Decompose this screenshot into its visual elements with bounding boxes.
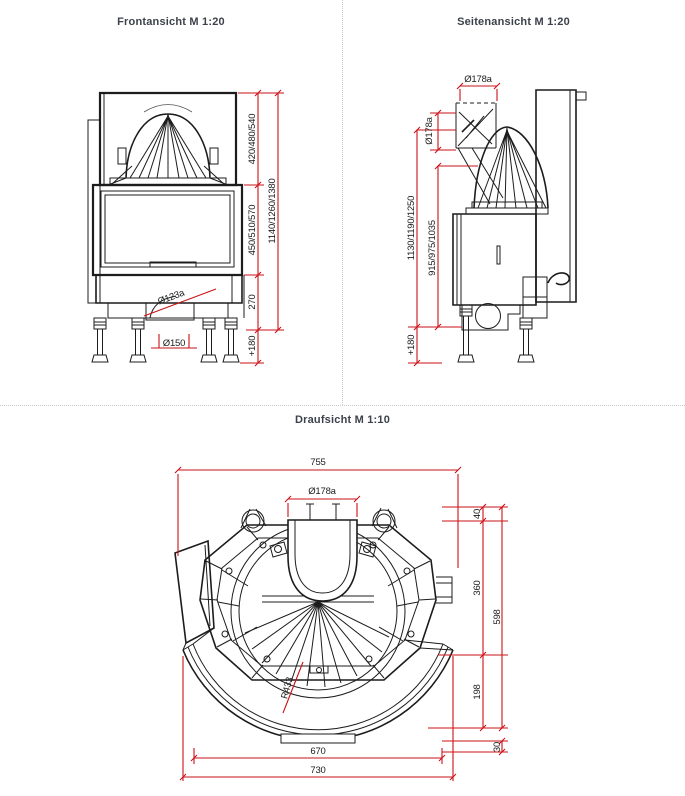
top-dimension-labels: 755 Ø178a 40 360 598 198 30 670 730 R433 [279,457,503,776]
side-legs [457,304,535,363]
dim-front-base: 270 [247,294,258,309]
dim-front-legs: +180 [247,336,258,357]
dim-front-floor-air: Ø150 [163,338,185,349]
dim-side-legs: +180 [406,335,417,356]
side-view-title: Seitenansicht M 1:20 [457,16,570,28]
side-door-handle [547,272,571,286]
dim-top-front-lip: 30 [492,742,503,752]
side-view-drawing: Ø178a Ø178a 1130/1190/1250 915/975/1035 … [406,74,587,367]
panel-divider-horizontal [0,405,685,406]
dim-front-total: 1140/1260/1380 [267,178,278,243]
dim-top-mid-depth: 360 [472,580,483,595]
panel-divider-vertical [342,0,343,405]
side-dimension-lines [408,82,501,367]
dim-front-upper: 420/480/540 [247,114,258,165]
side-dome [465,126,549,215]
side-dimension-labels: Ø178a Ø178a 1130/1190/1250 915/975/1035 … [406,74,493,355]
top-view-drawing: 755 Ø178a 40 360 598 198 30 670 730 R433 [174,457,508,781]
side-body [452,213,571,331]
front-glass-door [91,183,244,277]
dim-top-front-depth: 198 [472,684,483,699]
dim-top-flue: Ø178a [308,486,336,497]
dim-side-total: 1130/1190/1250 [406,196,417,260]
dim-side-flue-rear: Ø178a [424,116,435,144]
top-roller-mounts [240,507,398,533]
side-back-shell [535,89,587,303]
top-flue-collar [287,503,358,602]
front-view-title: Frontansicht M 1:20 [117,16,225,28]
dim-top-front-width: 730 [310,765,325,776]
dim-top-inner-front-width: 670 [310,746,325,757]
front-view-drawing: 420/480/540 450/510/570 270 +180 1140/12… [87,89,284,367]
top-right-tab [436,576,453,604]
front-legs [91,317,240,363]
front-dimension-lines [143,89,284,367]
side-flue-stub [455,102,504,205]
dim-front-door: 450/510/570 [247,205,258,256]
top-front-glass-arcs [182,627,454,744]
top-left-wing [174,539,215,645]
top-dimension-lines [174,466,508,781]
top-body-octagon [199,524,437,681]
dim-front-spigot: Ø123a [156,287,186,307]
dim-side-flue-top: Ø178a [464,74,492,85]
top-lock-tabs [269,541,377,558]
dim-top-back-gap: 40 [472,509,483,519]
dim-top-glass-radius: R433 [279,676,295,700]
front-hood [87,91,238,304]
top-view-title: Draufsicht M 1:10 [294,414,391,426]
dim-top-total-depth: 598 [492,609,503,624]
dim-side-body: 915/975/1035 [427,220,438,276]
front-dome [107,104,229,186]
dim-top-total-width: 755 [310,457,325,468]
